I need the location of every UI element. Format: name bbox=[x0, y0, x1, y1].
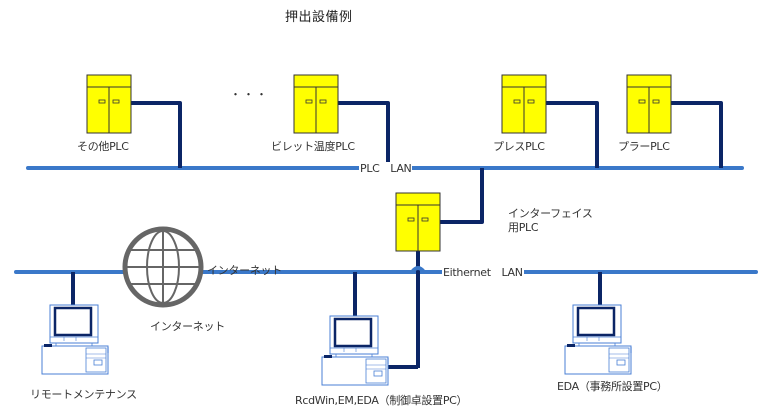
pc-remote-icon bbox=[40, 303, 110, 376]
ellipsis: ・・・ bbox=[230, 88, 269, 101]
plc-lan-label: PLC LAN bbox=[359, 162, 413, 175]
pc-office-icon bbox=[563, 303, 633, 376]
plc-puller-label: プラーPLC bbox=[618, 140, 670, 153]
diagram-title: 押出設備例 bbox=[285, 10, 353, 25]
cable-billet-plc bbox=[338, 101, 390, 168]
plc-puller-icon bbox=[626, 74, 672, 134]
plc-billet-icon bbox=[293, 74, 339, 134]
plc-other-icon bbox=[86, 74, 132, 134]
globe-label: インターネット bbox=[150, 320, 225, 333]
plc-interface-label-line1: インターフェイス bbox=[508, 207, 593, 220]
cable-press-plc bbox=[546, 101, 599, 168]
plc-press-label: プレスPLC bbox=[493, 140, 545, 153]
ethernet-lan-label: Eithernet LAN bbox=[442, 266, 524, 279]
cable-interface-plc-lan bbox=[439, 168, 484, 224]
globe-icon bbox=[122, 226, 204, 308]
plc-other-label: その他PLC bbox=[77, 140, 129, 153]
pc-office-label: EDA（事務所設置PC） bbox=[557, 380, 668, 393]
plc-interface-label-line2: 用PLC bbox=[508, 221, 539, 234]
pc-remote-label: リモートメンテナンス bbox=[30, 388, 137, 401]
plc-press-icon bbox=[501, 74, 547, 134]
cable-crossover bbox=[410, 266, 426, 274]
cable-other-plc bbox=[131, 101, 182, 168]
internet-line-label: インターネット bbox=[207, 264, 282, 277]
plc-billet-label: ビレット温度PLC bbox=[271, 140, 355, 153]
plc-interface-icon bbox=[395, 192, 441, 252]
pc-control-label: RcdWin,EM,EDA（制御卓設置PC） bbox=[295, 394, 468, 407]
cable-puller-plc bbox=[671, 101, 723, 168]
pc-control-icon bbox=[320, 314, 390, 387]
